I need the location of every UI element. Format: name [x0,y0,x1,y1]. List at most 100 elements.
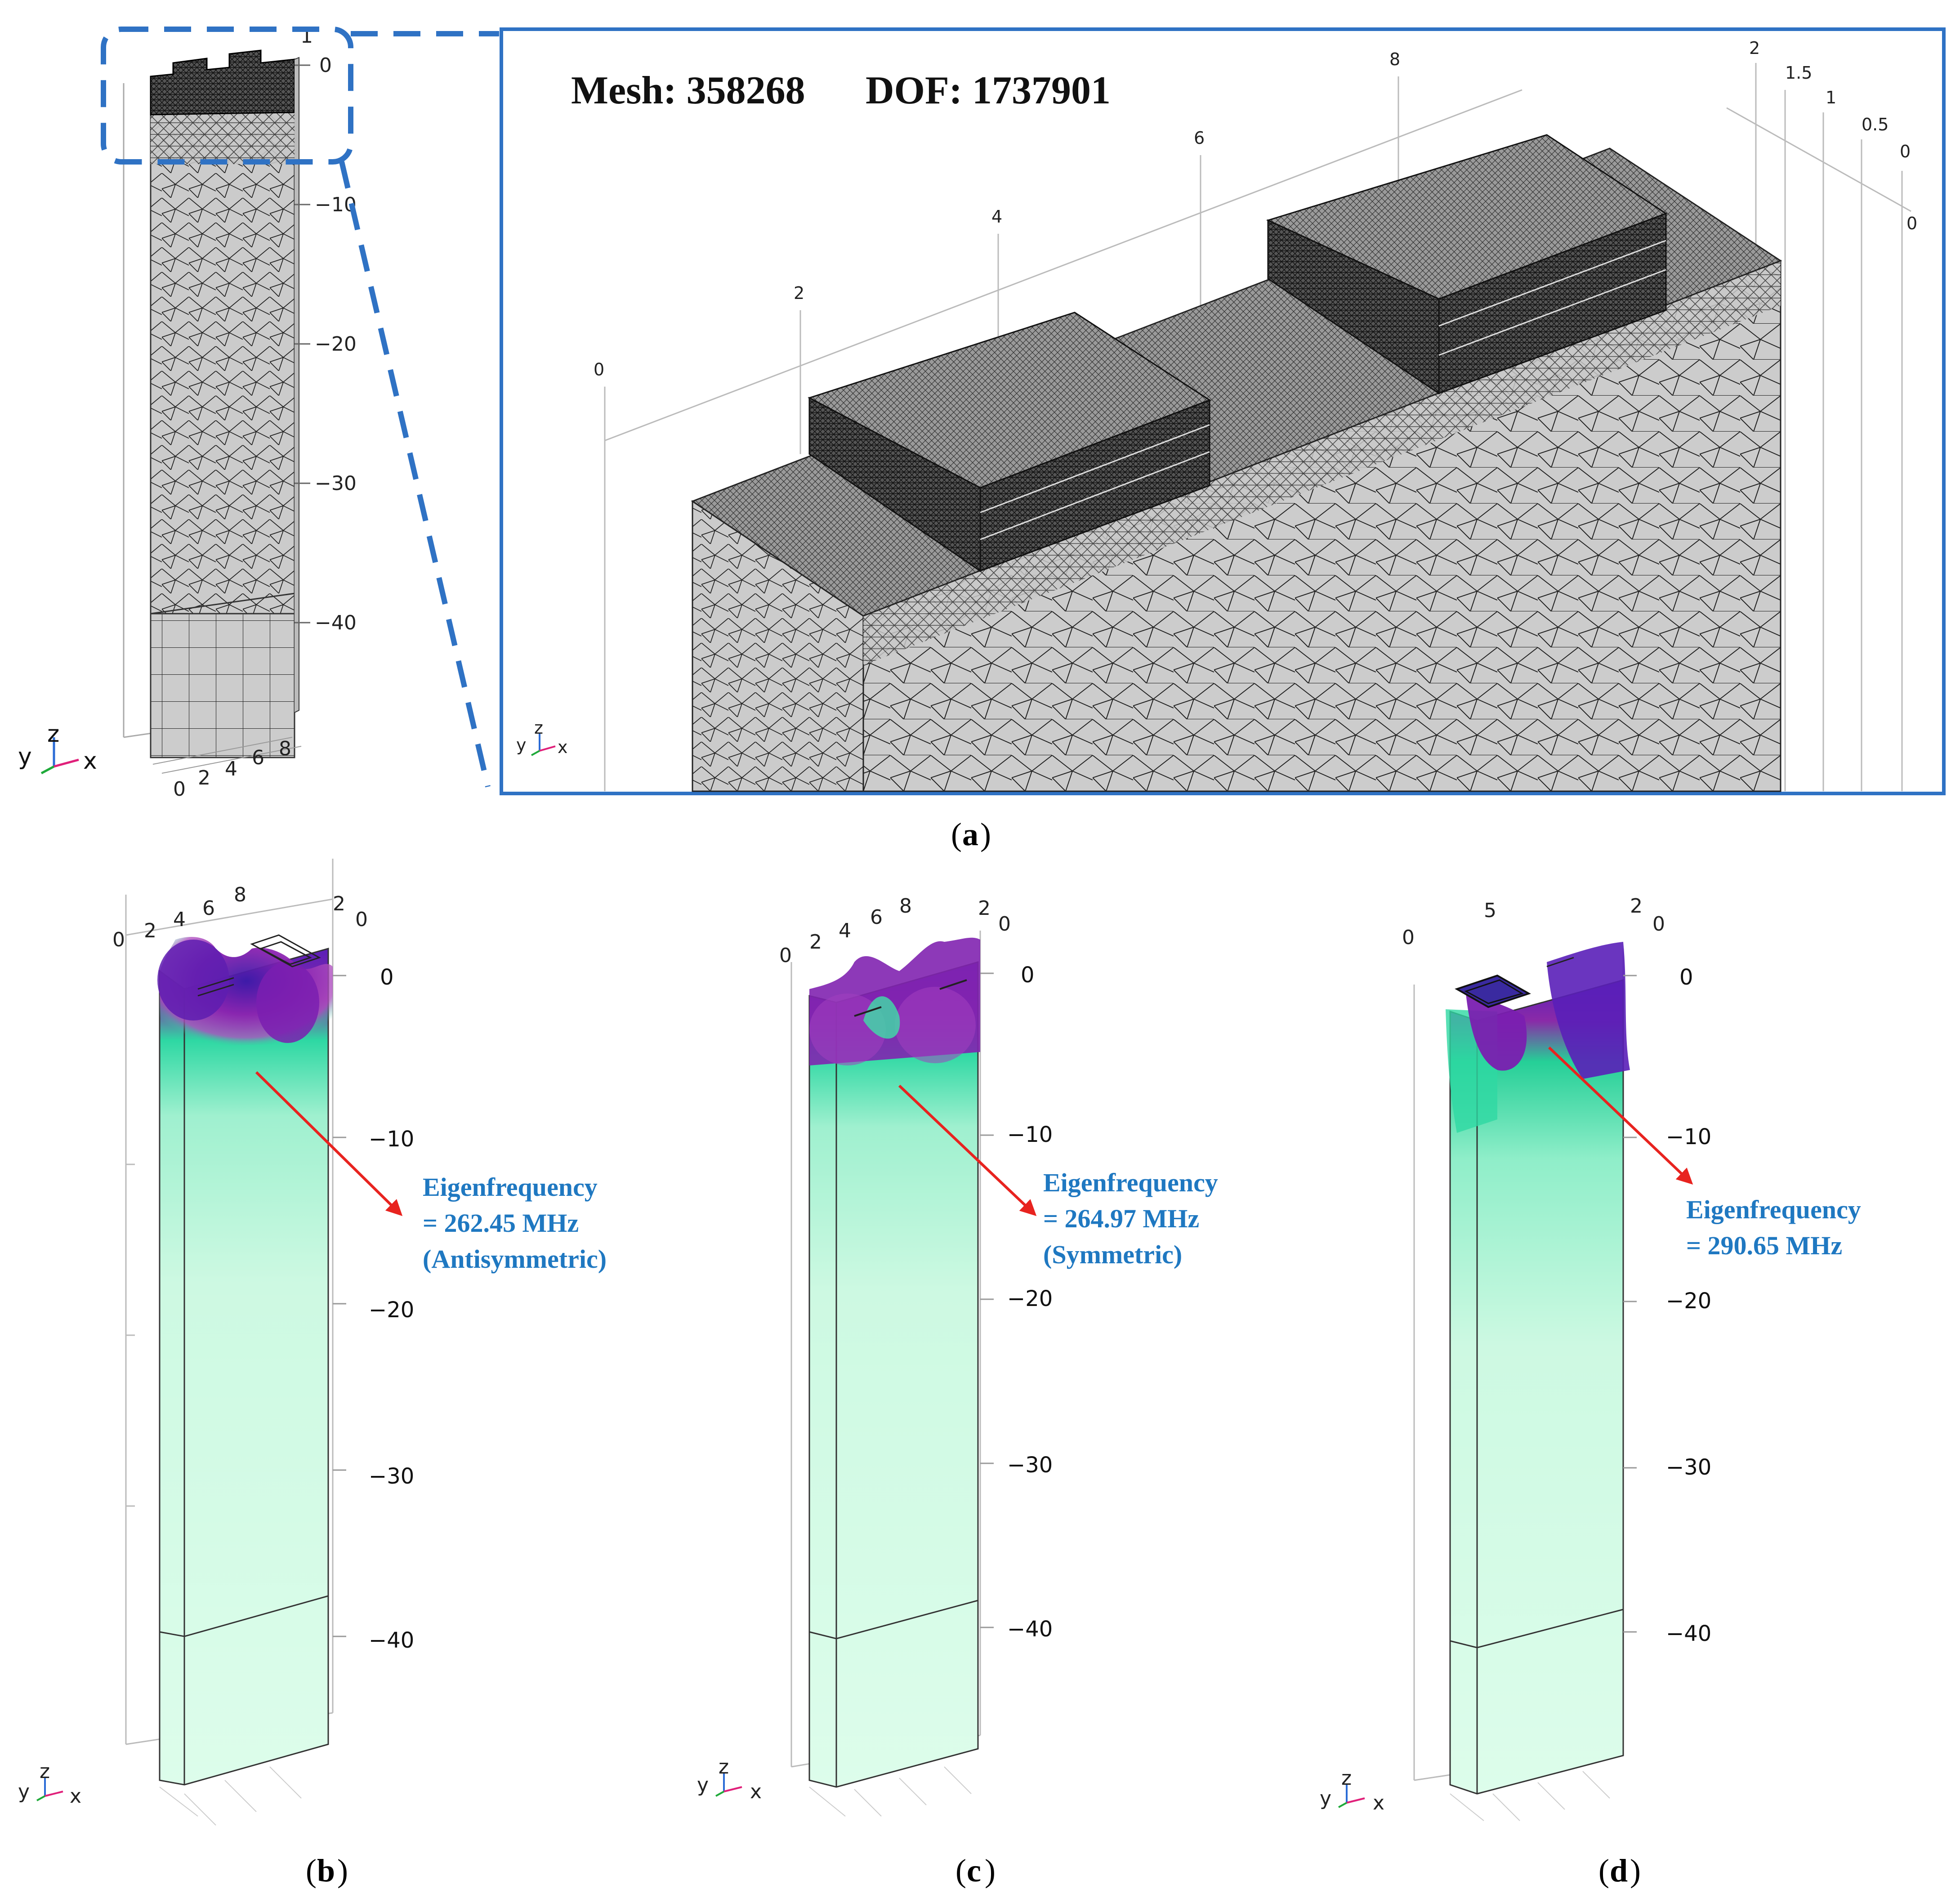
panel-d-axes: 0 5 2 0 0 −10 −20 −30 −40 y z x [1320,895,1711,1821]
dof-count-label: DOF: 1737901 [866,69,1111,112]
x-tick: 2 [794,283,804,303]
y-tick: 1.5 [1785,63,1812,83]
z-tick: −40 [369,1628,414,1653]
z-tick: −40 [315,611,357,634]
mesh-body [150,91,295,615]
zoom-axis-triad: y z x [516,718,568,757]
z-tick: −30 [369,1464,414,1489]
x-tick: 0 [173,778,186,801]
triad-x: x [558,737,568,757]
eigenfrequency-value: = 290.65 MHz [1686,1231,1842,1260]
svg-text:(: ( [306,1853,317,1889]
panel-a-zoom: Mesh: 358268 DOF: 1737901 0 2 4 6 8 2 1.… [500,27,1946,795]
triad-z: z [47,721,59,748]
mode-body [808,961,979,1788]
z-tick: 0 [319,54,332,77]
y-tick: 0 [1652,913,1665,936]
x-tick: 8 [279,737,291,760]
x-tick: 6 [1194,128,1205,148]
y-tick: 0 [355,908,368,931]
panel-b-axes: 0 2 4 6 8 2 0 0 −10 −20 −30 −40 y z x [18,883,414,1826]
caption-d: ( d ) [1598,1853,1641,1889]
z-tick: −20 [369,1297,414,1323]
x-tick: 4 [225,758,237,780]
axis-triad: y z x [697,1756,762,1803]
x-tick: 0 [112,928,125,951]
electrode-1 [808,312,1211,572]
triad-z: z [534,718,543,738]
panel-c-axes: 0 2 4 6 8 2 0 0 −10 −20 −30 −40 y z x [697,895,1053,1817]
triad-y: y [516,735,527,755]
panel-b-mode [125,859,334,1786]
axis-triad: y z x [18,1760,81,1808]
z-tick: 0 [1679,965,1693,990]
x-tick: 6 [202,897,215,920]
z-tick: −30 [1007,1453,1053,1478]
y-tick: 1 [1826,88,1836,107]
mode-type: (Antisymmetric) [423,1244,607,1274]
eigenfrequency-label: Eigenfrequency [423,1172,598,1202]
svg-text:): ) [337,1853,348,1889]
z-tick: −40 [1666,1621,1711,1646]
triad-z: z [719,1756,729,1778]
z-tick: −10 [1666,1124,1711,1150]
caption-a: ( a ) [951,816,991,852]
mesh-count-label: Mesh: 358268 [571,69,805,112]
caption-letter: d [1610,1853,1628,1889]
x-tick: 0 [594,360,604,379]
caption-letter: b [317,1853,335,1889]
y-tick: 2 [1749,38,1760,58]
panel-c-annotation: Eigenfrequency = 264.97 MHz (Symmetric) [898,1084,1218,1269]
triad-x: x [83,748,97,775]
z-tick: −20 [315,333,357,356]
electrode-2 [1266,134,1668,395]
triad-y: y [1320,1787,1331,1810]
x-tick: 4 [839,919,851,942]
triad-z: z [40,1760,50,1783]
triad-z: z [1341,1767,1352,1790]
mode-type: (Symmetric) [1043,1240,1182,1269]
y-tick: 2 [333,892,345,915]
z-tick: 0 [380,965,394,990]
triad-y: y [18,743,32,770]
y-tick: 2 [1630,895,1643,918]
z-tick: −10 [1007,1122,1053,1147]
panel-c-mode [790,931,981,1788]
z-tick: −30 [1666,1455,1711,1480]
z-tick: −20 [1666,1288,1711,1314]
x-tick: 2 [198,767,210,789]
x-tick: 4 [991,207,1002,227]
x-tick: 0 [779,944,792,967]
small-x-ticks: 0 2 4 6 8 [152,737,302,801]
y-tick: 0.5 [1862,115,1889,134]
y-tick: 0 [1900,142,1911,161]
caption-c: ( c ) [955,1853,996,1889]
hex-bottom [150,613,295,758]
triad-y: y [18,1780,30,1803]
x-tick: 5 [1484,899,1496,922]
z-tick: −40 [1007,1617,1053,1642]
zoom-indicator [101,27,499,788]
triad-x: x [70,1785,81,1808]
zoom-x-ticks: 0 2 4 6 8 [594,49,1400,379]
x-tick: 2 [809,931,822,954]
z-tick: −10 [369,1127,414,1152]
z-tick: −20 [1007,1286,1053,1311]
svg-text:): ) [1630,1853,1641,1889]
eigenfrequency-value: = 264.97 MHz [1043,1204,1199,1233]
annotation-arrow [898,1084,1037,1216]
caption-letter: a [962,816,978,852]
panel-d-annotation: Eigenfrequency = 290.65 MHz [1548,1046,1861,1260]
panel-d-mode [1413,942,1630,1795]
caption-b: ( b ) [306,1853,348,1889]
z-tick: 0 [1021,963,1035,988]
x-tick: 6 [870,906,883,929]
axis-triad: y z x [1320,1767,1384,1814]
eigenfrequency-label: Eigenfrequency [1686,1195,1861,1224]
svg-text:(: ( [1598,1853,1609,1889]
x-tick: 0 [1402,926,1415,949]
eigenfrequency-value: = 262.45 MHz [423,1208,579,1238]
annotation-arrow [255,1071,403,1217]
zoom-y-ticks: 2 1.5 1 0.5 0 0 [1749,38,1917,233]
